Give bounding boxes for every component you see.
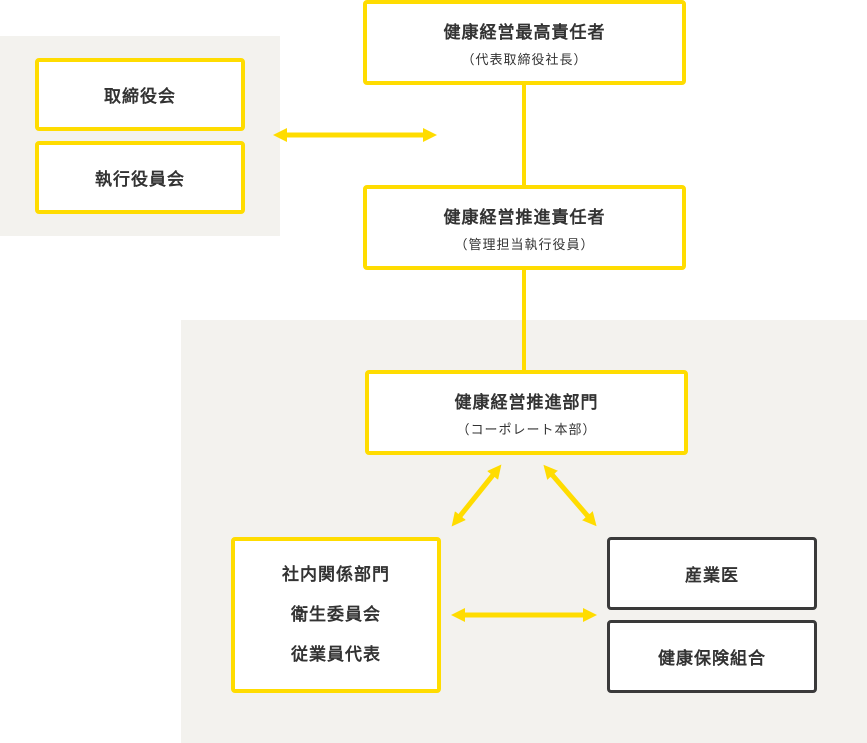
promo-officer-box: 健康経営推進責任者 （管理担当執行役員）: [363, 185, 686, 270]
promo-officer-subtitle: （管理担当執行役員）: [454, 237, 595, 253]
internal-line: 社内関係部門: [282, 565, 390, 585]
ceo-title: 健康経営最高責任者: [443, 22, 606, 43]
promo-officer-title: 健康経営推進責任者: [443, 207, 606, 228]
internal-line: 衛生委員会: [291, 605, 381, 625]
internal-depts-box: 社内関係部門 衛生委員会 従業員代表: [231, 537, 441, 693]
board-label: 取締役会: [104, 87, 176, 107]
promo-dept-subtitle: （コーポレート本部）: [456, 422, 597, 438]
connector-officer-dept: [522, 268, 526, 373]
ceo-subtitle: （代表取締役社長）: [461, 52, 588, 68]
arrow-dept-external: [543, 464, 597, 527]
insurance-label: 健康保険組合: [658, 649, 766, 669]
insurance-box: 健康保険組合: [607, 620, 817, 693]
promo-dept-box: 健康経営推進部門 （コーポレート本部）: [365, 370, 688, 455]
exec-board-box: 執行役員会: [35, 141, 245, 214]
ceo-box: 健康経営最高責任者 （代表取締役社長）: [363, 0, 686, 85]
internal-line: 従業員代表: [291, 645, 381, 665]
board-box: 取締役会: [35, 58, 245, 131]
connector-ceo-officer: [522, 82, 526, 188]
arrow-dept-internal: [451, 464, 502, 527]
promo-dept-title: 健康経営推進部門: [454, 392, 599, 413]
doctor-label: 産業医: [685, 566, 739, 586]
exec-board-label: 執行役員会: [95, 170, 185, 190]
doctor-box: 産業医: [607, 537, 817, 610]
